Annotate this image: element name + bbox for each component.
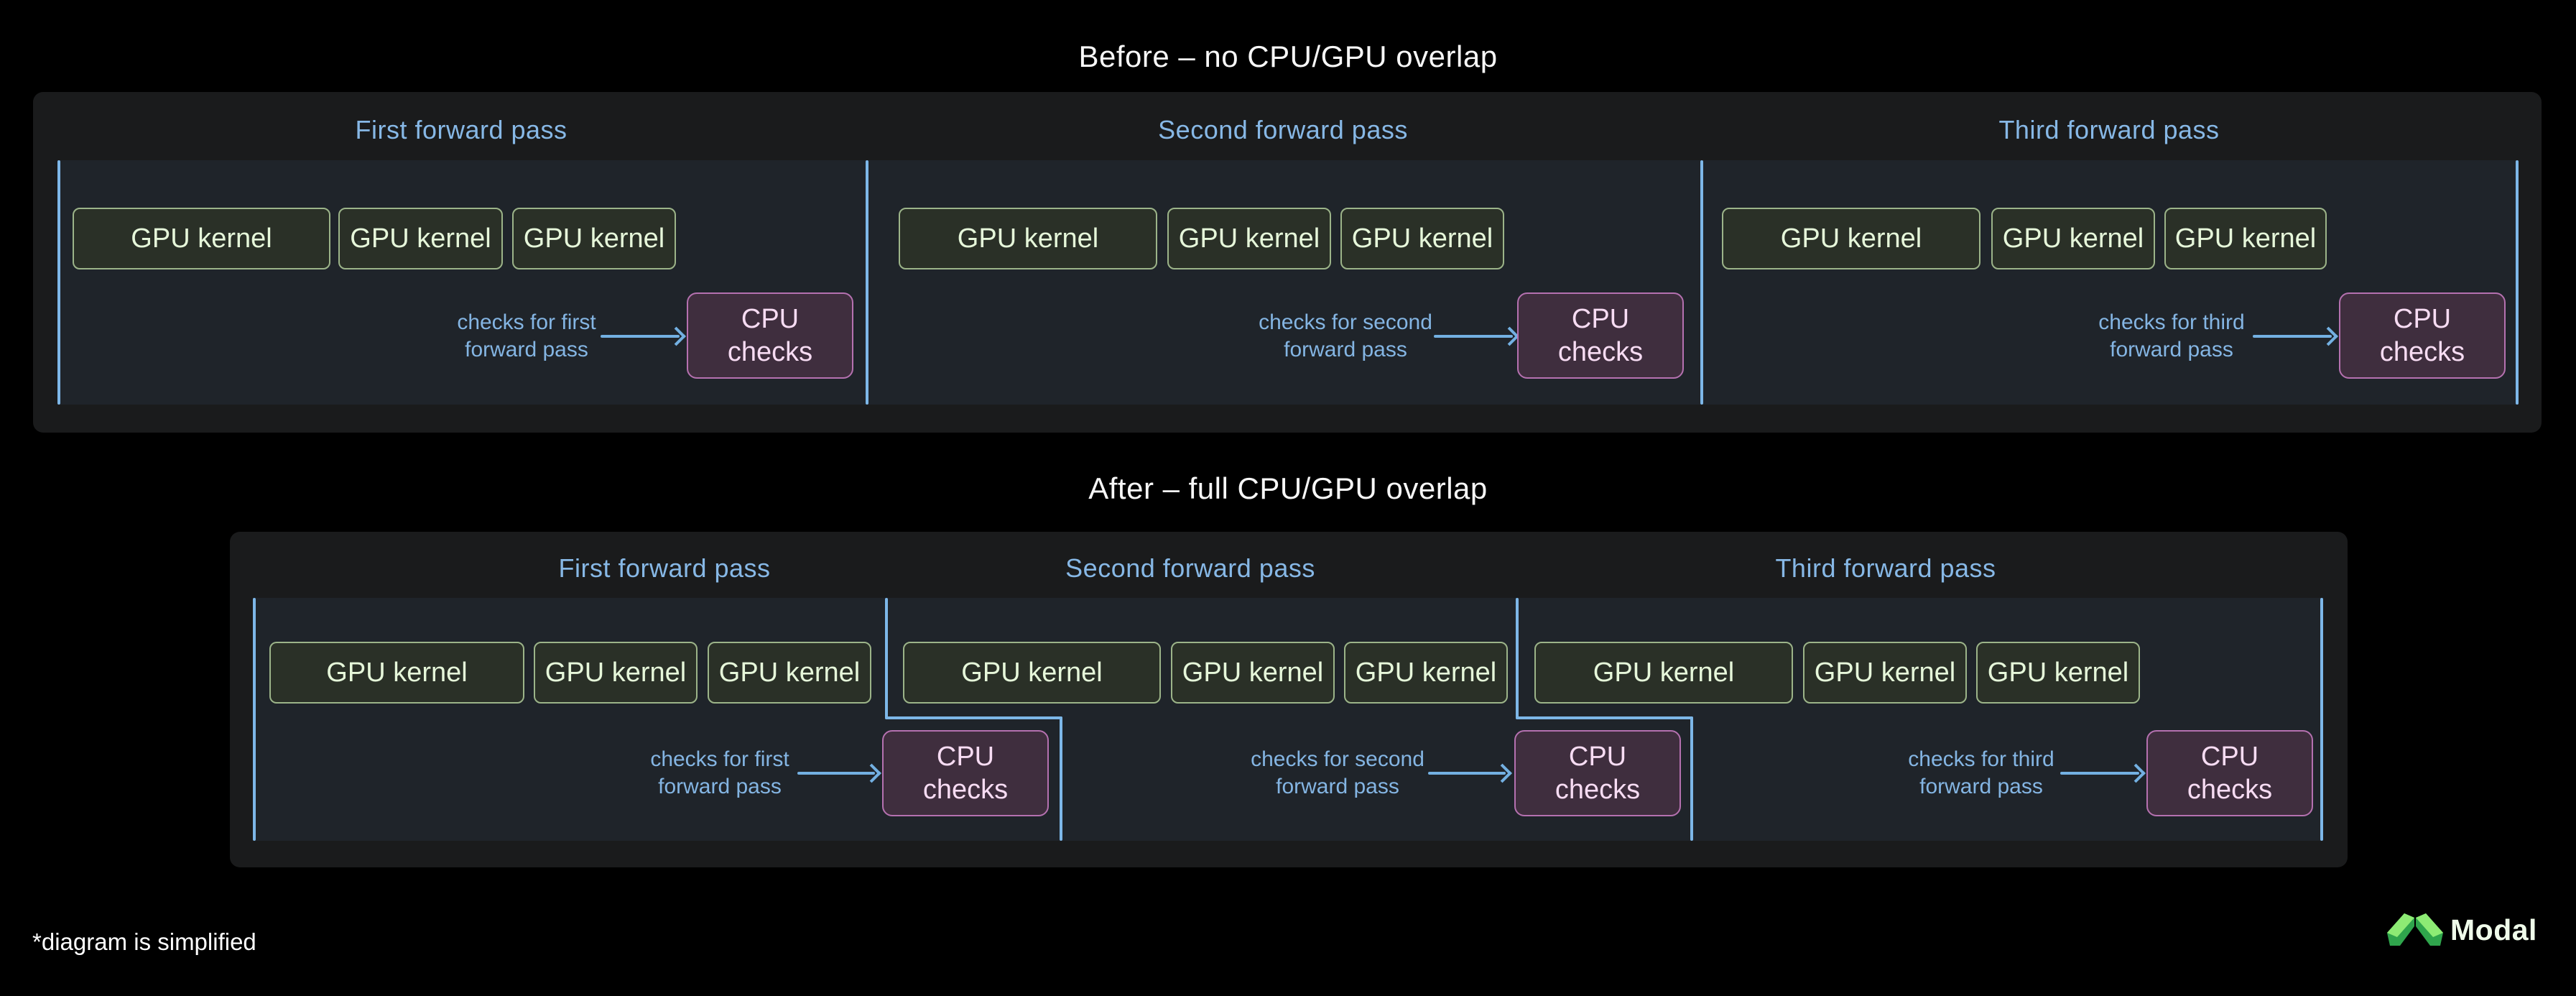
gpu-kernel-box: GPU kernel <box>1803 642 1967 704</box>
gpu-kernel-box: GPU kernel <box>1167 208 1331 269</box>
after-timeline-strip <box>253 598 2323 841</box>
before-title: Before – no CPU/GPU overlap <box>1078 40 1498 73</box>
gpu-kernel-box: GPU kernel <box>73 208 330 269</box>
arrow-icon <box>601 335 680 338</box>
gpu-kernel-box: GPU kernel <box>1171 642 1335 704</box>
cpu-checks-box: CPU checks <box>1517 292 1684 379</box>
gpu-kernel-box: GPU kernel <box>1340 208 1504 269</box>
gpu-kernel-box: GPU kernel <box>899 208 1157 269</box>
gpu-kernel-box: GPU kernel <box>2164 208 2327 269</box>
after-title: After – full CPU/GPU overlap <box>1088 471 1488 505</box>
after-section-header-third: Third forward pass <box>1775 553 1996 583</box>
gpu-kernel-box: GPU kernel <box>1344 642 1508 704</box>
cpu-checks-box: CPU checks <box>882 730 1049 816</box>
gpu-kernel-box: GPU kernel <box>1534 642 1793 704</box>
before-section-header-second: Second forward pass <box>1158 115 1408 144</box>
cpu-checks-annotation: checks for third forward pass <box>1908 747 2054 798</box>
gpu-kernel-box: GPU kernel <box>903 642 1161 704</box>
footnote: *diagram is simplified <box>32 928 256 955</box>
after-section-header-second: Second forward pass <box>1065 553 1315 583</box>
gpu-kernel-box: GPU kernel <box>512 208 676 269</box>
stepped-timeline-divider <box>1516 598 1519 719</box>
cpu-checks-box: CPU checks <box>2146 730 2313 816</box>
timeline-divider <box>1700 160 1703 405</box>
stepped-timeline-divider <box>1690 716 1693 841</box>
arrow-icon <box>2253 335 2332 338</box>
arrow-icon <box>1434 335 1513 338</box>
gpu-kernel-box: GPU kernel <box>708 642 871 704</box>
cpu-checks-box: CPU checks <box>687 292 853 379</box>
modal-logo-icon <box>2387 913 2443 946</box>
before-timeline-strip <box>57 160 2519 405</box>
modal-wordmark: Modal <box>2450 913 2537 946</box>
cpu-checks-annotation: checks for second forward pass <box>1259 310 1432 361</box>
arrow-icon <box>1428 772 1506 775</box>
cpu-checks-box: CPU checks <box>2339 292 2506 379</box>
timeline-divider <box>866 160 868 405</box>
arrow-icon <box>2060 772 2139 775</box>
stepped-timeline-divider <box>1516 716 1693 719</box>
arrow-icon <box>797 772 875 775</box>
stepped-timeline-divider <box>885 598 888 719</box>
cpu-checks-annotation: checks for first forward pass <box>457 310 596 361</box>
stepped-timeline-divider <box>1060 716 1062 841</box>
before-section-header-third: Third forward pass <box>1998 115 2220 144</box>
gpu-kernel-box: GPU kernel <box>269 642 524 704</box>
stepped-timeline-divider <box>885 716 1062 719</box>
gpu-kernel-box: GPU kernel <box>338 208 503 269</box>
timeline-divider <box>2516 160 2519 405</box>
gpu-kernel-box: GPU kernel <box>534 642 698 704</box>
gpu-kernel-box: GPU kernel <box>1976 642 2140 704</box>
modal-logo: Modal <box>2386 913 2537 947</box>
cpu-checks-annotation: checks for first forward pass <box>650 747 789 798</box>
gpu-kernel-box: GPU kernel <box>1722 208 1980 269</box>
before-section-header-first: First forward pass <box>355 115 567 144</box>
gpu-kernel-box: GPU kernel <box>1991 208 2155 269</box>
cpu-checks-annotation: checks for third forward pass <box>2098 310 2245 361</box>
timeline-divider <box>57 160 60 405</box>
timeline-divider <box>2320 598 2323 841</box>
after-section-header-first: First forward pass <box>558 553 771 583</box>
cpu-checks-box: CPU checks <box>1514 730 1681 816</box>
timeline-divider <box>253 598 256 841</box>
cpu-checks-annotation: checks for second forward pass <box>1251 747 1424 798</box>
